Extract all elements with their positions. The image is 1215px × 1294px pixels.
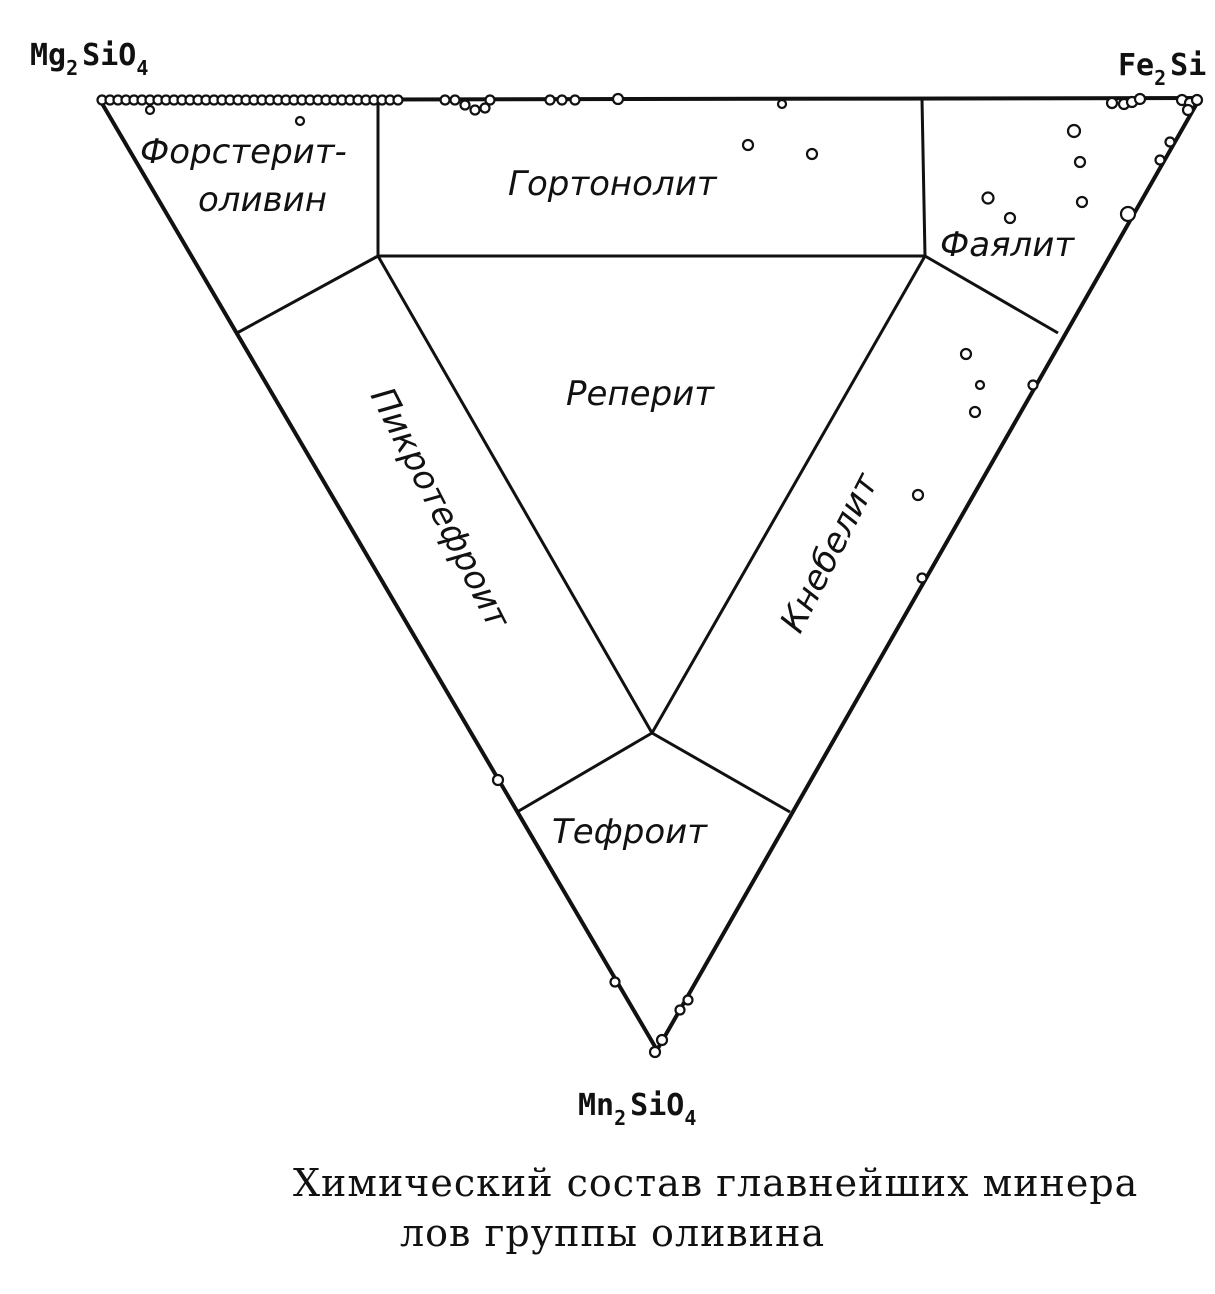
sample-point (544, 94, 556, 106)
sample-point (805, 147, 819, 161)
sample-point (392, 94, 404, 106)
edge-fe-mn (655, 96, 1202, 1052)
sample-point (1105, 96, 1119, 110)
sample-point (776, 98, 788, 110)
edge-mg-mn (98, 98, 659, 1052)
sample-point (674, 1004, 686, 1016)
field-boundaries (236, 98, 1059, 814)
sample-point (959, 347, 973, 361)
sample-point (1154, 154, 1166, 166)
boundary-hortonolite-fayalite (920, 98, 927, 257)
boundary-fayalite-knebelite (924, 254, 1059, 335)
sample-point (484, 94, 496, 106)
caption-line-2: лов группы оливина (400, 1211, 825, 1255)
sample-point (469, 104, 481, 116)
region-label-picrotephroite: Пикротефроит (362, 381, 518, 636)
sample-point (981, 191, 995, 205)
region-label-hortonolite: Гортонолит (508, 164, 718, 204)
boundary-picrotephroite-tephroite (516, 731, 653, 814)
sample-point (1133, 92, 1147, 106)
region-label-tephroite: Тефроит (552, 812, 708, 852)
sample-point (439, 94, 451, 106)
sample-point (1164, 136, 1176, 148)
sample-point (1073, 155, 1087, 169)
caption-line-1: Химический состав главнейших минера (293, 1161, 1138, 1205)
boundary-reperite-knebelite (650, 255, 927, 734)
region-label-forsterite: Форстерит- (140, 132, 347, 172)
sample-point (655, 1033, 669, 1047)
sample-point (144, 104, 156, 116)
sample-point (682, 994, 694, 1006)
sample-point (741, 138, 755, 152)
sample-point (609, 976, 621, 988)
sample-point (648, 1045, 662, 1059)
sample-point (1119, 205, 1137, 223)
sample-point (1190, 93, 1204, 107)
sample-point (916, 572, 928, 584)
boundary-knebelite-tephroite (651, 731, 791, 814)
region-label-fayalite: Фаялит (940, 225, 1075, 265)
boundary-picrotephroite-reperite (376, 255, 654, 734)
sample-point (1003, 211, 1017, 225)
sample-point (1181, 103, 1195, 117)
sample-points (96, 92, 1204, 1059)
sample-point (1066, 123, 1082, 139)
sample-point (1075, 195, 1089, 209)
sample-point (968, 405, 982, 419)
sample-point (449, 94, 461, 106)
sample-point (911, 488, 925, 502)
sample-point (569, 94, 581, 106)
sample-point (491, 773, 505, 787)
sample-point (294, 115, 306, 127)
sample-point (459, 99, 471, 111)
sample-point (611, 92, 625, 106)
sample-point (556, 94, 568, 106)
sample-point (974, 379, 986, 391)
sample-point (479, 102, 491, 114)
region-label-reperite: Реперит (566, 374, 715, 414)
sample-point (1027, 379, 1039, 391)
boundary-forsterite-picrotephroite (236, 254, 379, 335)
region-label-forsterite-2: оливин (198, 180, 327, 220)
